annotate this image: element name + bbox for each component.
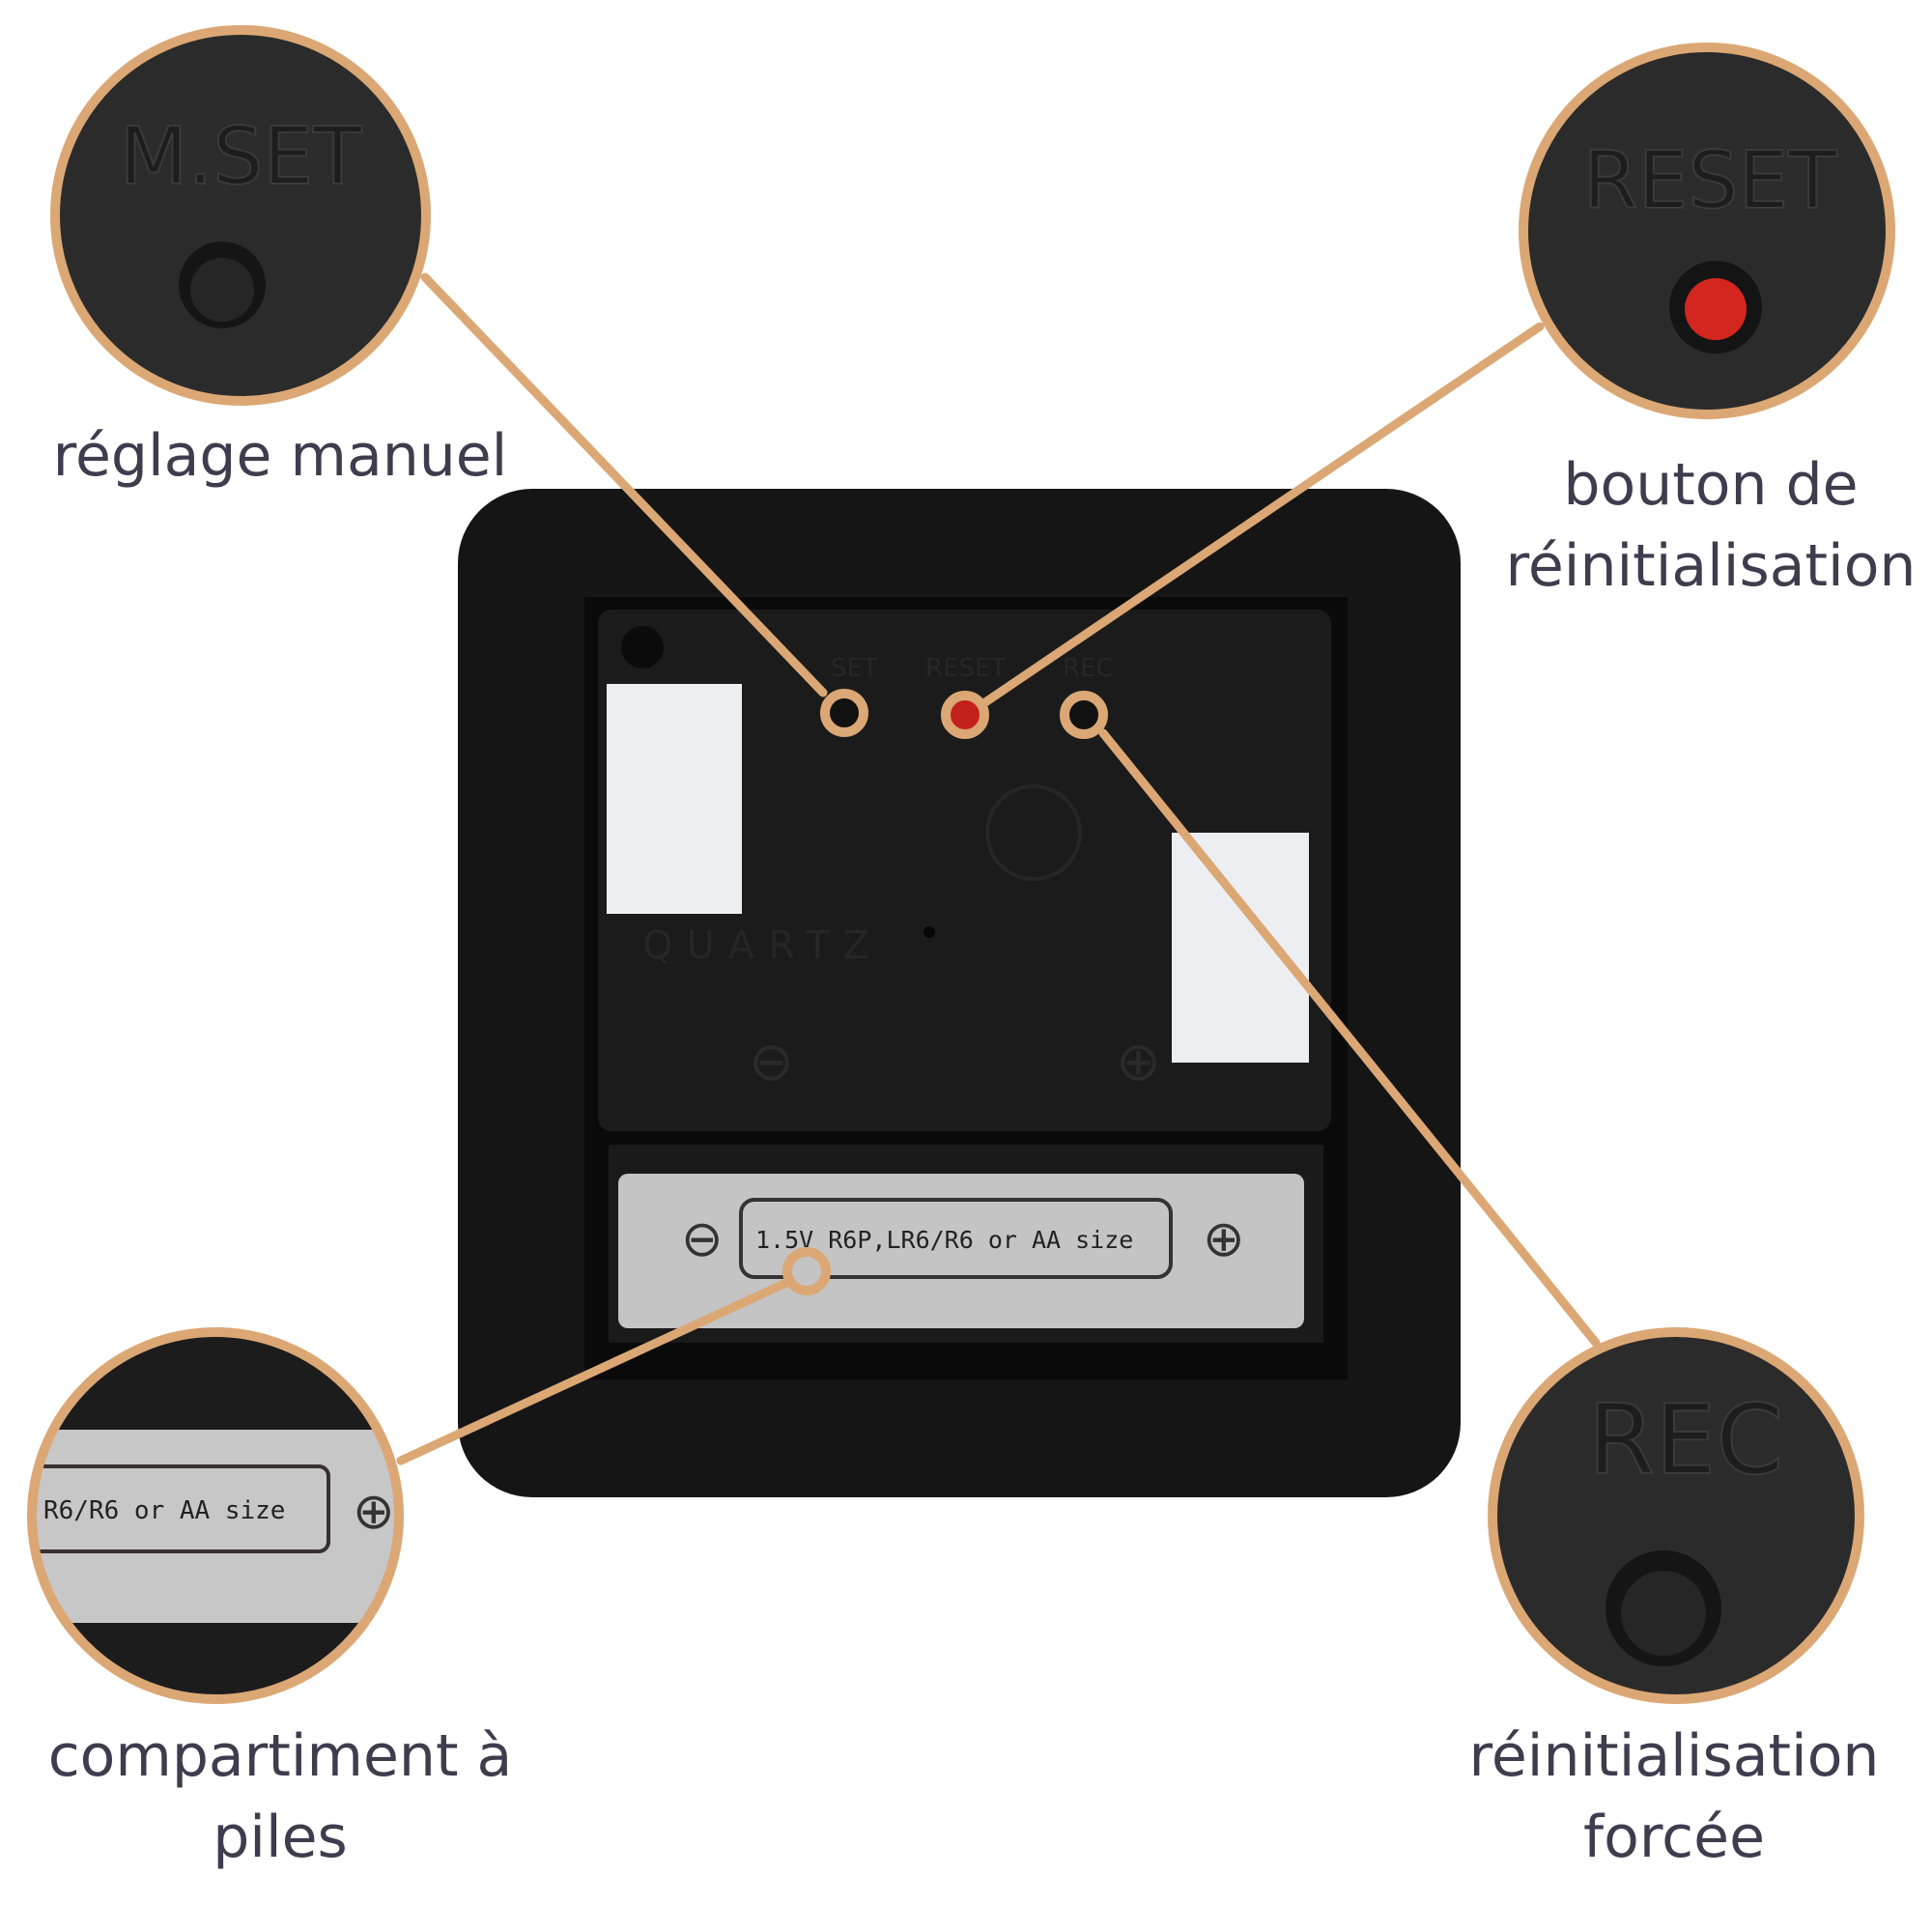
svg-text:M.SET: M.SET: [120, 111, 363, 203]
logo-emboss: [985, 784, 1082, 881]
battery: [618, 1174, 1304, 1328]
label-forced-reset-line1: réinitialisation: [1468, 1722, 1880, 1790]
marker-reset[interactable]: [941, 691, 989, 739]
reset-button-red: [1685, 278, 1747, 340]
movement-plus: ⊕: [1116, 1031, 1161, 1094]
label-forced-reset-line2: forcée: [1583, 1804, 1765, 1871]
svg-text:R6/R6 or AA size: R6/R6 or AA size: [43, 1496, 285, 1525]
marker-manual-set[interactable]: [820, 689, 868, 737]
svg-text:REC: REC: [1588, 1383, 1784, 1496]
svg-text:RESET: RESET: [1583, 135, 1838, 227]
label-reset-line1: bouton de: [1563, 451, 1859, 519]
battery-minus: ⊖: [681, 1210, 724, 1268]
leader-line-reset: [980, 322, 1545, 707]
battery-label: 1.5V R6P,LR6/R6 or AA size: [755, 1226, 1133, 1254]
zoom-manual-set: M.SET: [59, 34, 422, 397]
marker-battery[interactable]: [782, 1247, 831, 1295]
zoom-forced-reset: REC: [1496, 1336, 1856, 1695]
battery-plus: ⊕: [1203, 1210, 1245, 1268]
center-hole: [923, 926, 935, 938]
leader-line-battery: [396, 1277, 793, 1465]
battery-label-box: [739, 1198, 1173, 1279]
label-reset: bouton de réinitialisation: [1506, 444, 1917, 607]
label-forced-reset: réinitialisation forcée: [1469, 1716, 1880, 1878]
label-battery: compartiment à piles: [48, 1716, 513, 1878]
label-battery-line1: compartiment à: [47, 1722, 513, 1790]
movement-minus: ⊖: [749, 1031, 794, 1094]
svg-text:⊕: ⊕: [353, 1483, 395, 1541]
label-manual-set: réglage manuel: [52, 422, 508, 490]
top-label-set: SET: [831, 654, 878, 683]
adhesive-pad-left: [607, 684, 742, 914]
top-label-reset: RESET: [925, 654, 1006, 683]
leader-line-forced-reset: [1098, 728, 1601, 1348]
top-label-rec: REC: [1063, 654, 1114, 683]
clock-movement: [598, 610, 1331, 1131]
quartz-emboss: QUARTZ: [642, 923, 883, 968]
hanging-hole: [621, 626, 664, 668]
zoom-battery: R6/R6 or AA size ⊕: [36, 1336, 395, 1695]
label-battery-line2: piles: [213, 1804, 348, 1871]
label-reset-line2: réinitialisation: [1505, 532, 1917, 600]
leader-line-manual-set: [420, 272, 828, 697]
marker-forced-reset[interactable]: [1060, 691, 1108, 739]
adhesive-pad-right: [1172, 833, 1309, 1063]
zoom-reset: RESET: [1527, 51, 1887, 411]
